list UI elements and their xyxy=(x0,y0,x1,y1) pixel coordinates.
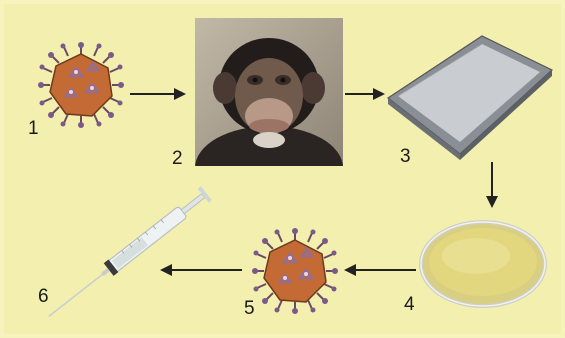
chimpanzee-photo xyxy=(195,18,343,166)
arrow-right-2 xyxy=(345,86,385,102)
arrow-left-1 xyxy=(344,262,416,278)
arrow-down xyxy=(484,162,500,208)
virus-illustration-1 xyxy=(36,40,126,130)
metal-tray xyxy=(386,30,554,160)
step-label-2: 2 xyxy=(172,148,183,170)
step-label-3: 3 xyxy=(400,146,411,168)
step-label-4: 4 xyxy=(404,294,415,316)
arrow-right-1 xyxy=(130,86,186,102)
virus-core xyxy=(50,54,112,116)
petri-dish xyxy=(418,212,548,310)
step-label-1: 1 xyxy=(28,118,39,140)
virus-illustration-5 xyxy=(250,226,340,316)
syringe xyxy=(36,178,216,334)
step-label-6: 6 xyxy=(38,286,49,308)
step-label-5: 5 xyxy=(244,298,255,320)
